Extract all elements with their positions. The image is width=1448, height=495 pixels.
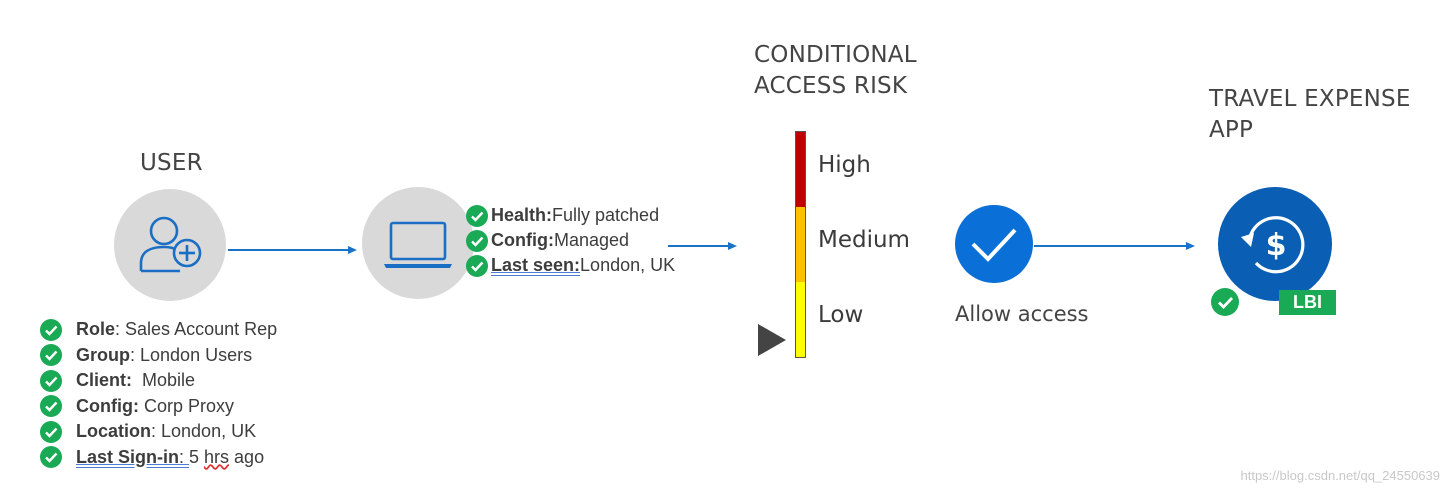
device-attr-key: Last seen <box>491 255 575 275</box>
risk-label-low: Low <box>818 302 864 328</box>
check-icon <box>40 318 62 341</box>
svg-text:$: $ <box>1266 228 1287 263</box>
user-attr-key: Role <box>76 319 116 340</box>
device-attr-value: Fully patched <box>552 205 660 225</box>
user-attr-key: Location <box>76 421 151 442</box>
user-attr-key: Config: <box>76 395 139 416</box>
expense-app-icon: $ <box>1218 187 1332 301</box>
risk-label-medium: Medium <box>818 227 910 253</box>
check-icon <box>40 369 62 392</box>
check-icon <box>40 395 62 418</box>
user-attr-role: Role: Sales Account Rep <box>40 317 277 343</box>
user-attr-key: Client: <box>76 370 132 391</box>
device-attributes: Health:Fully patched Config:Managed Last… <box>466 203 675 278</box>
user-attr-client: Client: Mobile <box>40 368 277 394</box>
risk-segment-high <box>796 132 805 207</box>
risk-pointer-icon <box>758 322 788 358</box>
user-heading: USER <box>140 150 203 176</box>
user-attr-value: Mobile <box>142 370 196 391</box>
user-attr-value: Corp Proxy <box>144 395 235 416</box>
app-heading-line2: APP <box>1209 117 1254 143</box>
allow-checkmark-icon <box>955 205 1033 283</box>
watermark: https://blog.csdn.net/qq_24550639 <box>1240 468 1441 483</box>
lbi-badge: LBI <box>1279 290 1336 315</box>
check-icon <box>466 204 488 227</box>
user-attr-value: London, UK <box>161 421 257 442</box>
check-icon <box>466 254 488 277</box>
risk-segment-medium <box>796 207 805 282</box>
user-attr-group: Group: London Users <box>40 343 277 369</box>
user-attr-value: London Users <box>140 344 253 365</box>
device-attr-config: Config:Managed <box>466 228 675 253</box>
device-attr-last-seen: Last seen: London, UK <box>466 253 675 278</box>
device-attr-key: Health <box>491 205 547 225</box>
user-attr-config: Config: Corp Proxy <box>40 394 277 420</box>
app-heading: TRAVEL EXPENSE APP <box>1209 84 1411 146</box>
allow-access-label: Allow access <box>955 302 1089 326</box>
device-attr-value: Managed <box>553 230 630 250</box>
user-icon <box>114 189 226 301</box>
risk-segment-low <box>796 282 805 357</box>
user-attr-location: Location: London, UK <box>40 419 277 445</box>
check-icon <box>40 420 62 443</box>
arrow-device-to-risk <box>668 238 738 250</box>
user-attr-key: Group <box>76 344 130 365</box>
risk-label-high: High <box>818 152 871 178</box>
laptop-icon <box>362 187 474 299</box>
user-attributes: Role: Sales Account Rep Group: London Us… <box>40 317 277 470</box>
device-attr-health: Health:Fully patched <box>466 203 675 228</box>
device-attr-key: Config <box>491 230 548 250</box>
app-heading-line1: TRAVEL EXPENSE <box>1209 86 1411 112</box>
check-icon <box>466 229 488 252</box>
arrow-user-to-device <box>228 242 358 254</box>
user-attr-last-sign-in: Last Sign-in: 5 hrs ago <box>40 445 277 471</box>
user-attr-value-hrs: hrs <box>204 446 230 467</box>
risk-heading: CONDITIONAL ACCESS RISK <box>754 40 917 102</box>
risk-scale-bar <box>795 131 806 358</box>
risk-heading-line2: ACCESS RISK <box>754 73 908 99</box>
check-icon <box>40 344 62 367</box>
user-attr-value: Sales Account Rep <box>125 319 278 340</box>
user-attr-key: Last Sign-in <box>76 446 179 467</box>
risk-heading-line1: CONDITIONAL <box>754 42 917 68</box>
device-attr-value: London, UK <box>580 255 676 275</box>
app-check-icon <box>1211 288 1239 316</box>
check-icon <box>40 446 62 469</box>
arrow-decision-to-app <box>1034 238 1196 250</box>
